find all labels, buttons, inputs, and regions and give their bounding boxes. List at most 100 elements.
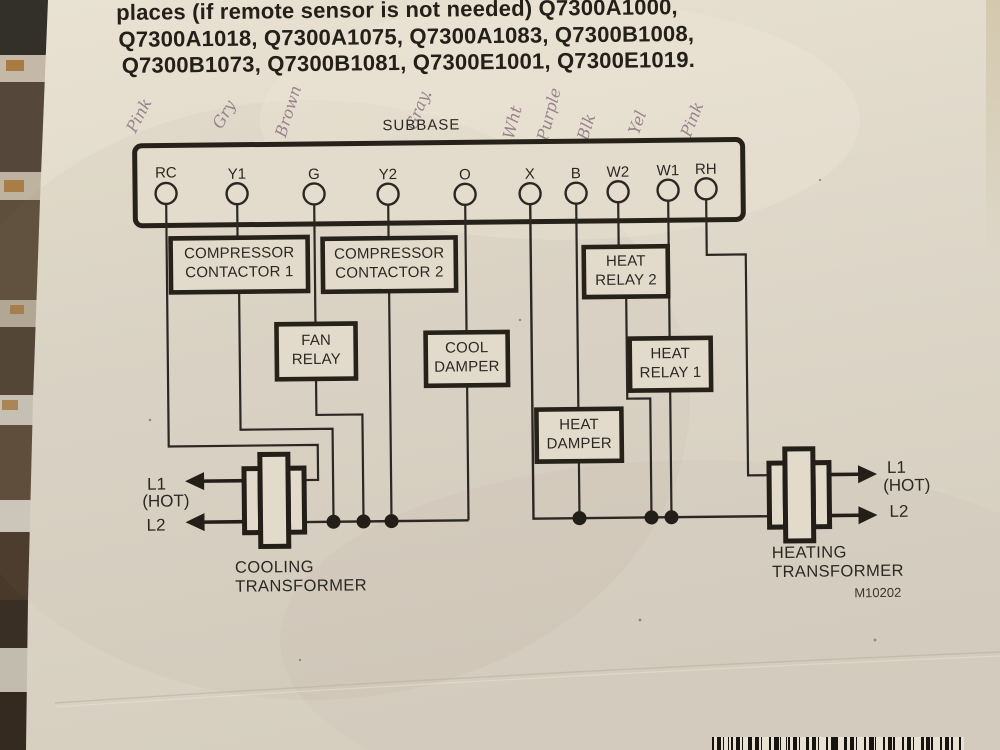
terminal-label: Y1: [228, 166, 247, 183]
paper-speck: [518, 318, 522, 322]
component-label: COOL: [445, 339, 488, 356]
fan-relay-box: FAN RELAY: [274, 321, 359, 382]
terminal-screw: [606, 180, 630, 204]
rust-spot: [6, 60, 24, 71]
junction-dot: [326, 514, 341, 529]
junction-dot: [572, 511, 587, 526]
terminal-label: Y2: [379, 166, 398, 183]
page-edge-shading: [986, 0, 1000, 260]
cooling-transformer: L1 (HOT) L2 COOLING TRANSFORMER: [142, 451, 367, 596]
printed-content: places (if remote sensor is not needed) …: [116, 0, 930, 600]
terminal-g: G: [302, 166, 326, 206]
wire-o-to-cool-damper: [464, 205, 468, 333]
component-outline: [581, 243, 671, 300]
wire-contactor1-to-bus: [238, 291, 335, 522]
component-label: HEAT: [650, 345, 690, 362]
heating-transformer: L1 (HOT) L2 HEATING TRANSFORMER: [766, 446, 930, 581]
terminal-rh: RH: [694, 161, 718, 201]
component-label: HEAT: [559, 416, 599, 433]
header-line-2: Q7300A1018, Q7300A1075, Q7300A1083, Q730…: [118, 21, 694, 52]
left-arrow-icon: [185, 513, 205, 532]
terminal-x: X: [518, 166, 542, 206]
cooling-transformer-caption: COOLING: [235, 558, 314, 577]
paper-speck: [148, 418, 152, 422]
terminal-y2: Y2: [376, 166, 400, 206]
subbase-title: SUBBASE: [382, 116, 460, 134]
junction-dot: [644, 510, 659, 525]
component-label: DAMPER: [434, 358, 500, 376]
terminal-screw: [518, 181, 542, 206]
barcode: [712, 737, 964, 750]
component-label: FAN: [301, 332, 331, 349]
terminal-label: RC: [155, 164, 177, 181]
terminal-w1: W1: [656, 162, 680, 202]
component-outline: [534, 406, 625, 464]
terminal-b: B: [564, 165, 588, 205]
paper-speck: [873, 638, 877, 642]
wire-heat-relay1-to-bus: [669, 390, 673, 518]
hot-label: (HOT): [883, 475, 930, 494]
rust-spot: [10, 305, 24, 314]
wire-fan-relay-to-bus: [314, 378, 365, 522]
heat-damper-box: HEAT DAMPER: [534, 406, 625, 464]
junction-dot: [384, 514, 399, 529]
component-outline: [320, 235, 459, 295]
wire-contactor2-to-bus: [388, 291, 393, 522]
compressor-contactor-1-box: COMPRESSOR CONTACTOR 1: [168, 234, 311, 295]
model-list-paragraph: places (if remote sensor is not needed) …: [116, 0, 695, 78]
wire-rh-to-heating-transformer: [705, 199, 770, 477]
wire-g-to-fan-relay: [313, 204, 317, 324]
hot-label: (HOT): [142, 491, 189, 510]
component-label: RELAY 1: [640, 364, 702, 382]
component-outline: [274, 321, 359, 382]
right-arrow-icon: [858, 506, 878, 525]
paper-crease: [54, 651, 1000, 704]
paper-speck: [638, 618, 642, 622]
terminal-label: X: [525, 166, 535, 183]
figure-number: M10202: [854, 585, 901, 600]
right-arrow-icon: [857, 465, 878, 484]
compressor-contactor-2-box: COMPRESSOR CONTACTOR 2: [320, 235, 459, 295]
terminal-label: B: [571, 165, 581, 182]
component-outline: [168, 234, 311, 295]
component-label: RELAY: [292, 351, 341, 369]
paper-stain: [280, 460, 1000, 750]
terminal-w2: W2: [606, 164, 630, 204]
terminal-screw: [656, 178, 680, 202]
heating-transformer-caption: TRANSFORMER: [772, 562, 904, 581]
heating-transformer-caption: HEATING: [772, 543, 847, 562]
wire-b-to-heat-damper: [575, 204, 580, 410]
junction-dot: [664, 510, 679, 525]
terminal-screw: [225, 182, 249, 206]
l2-label: L2: [889, 502, 908, 521]
l2-label: L2: [146, 516, 165, 535]
component-label: COMPRESSOR: [184, 244, 295, 262]
terminal-screw: [376, 182, 400, 206]
terminal-screw: [154, 181, 178, 206]
heat-relay-2-box: HEAT RELAY 2: [581, 243, 671, 300]
paper-speck: [428, 93, 432, 97]
wire-rc-to-cooling-transformer: [165, 204, 320, 482]
component-label: RELAY 2: [595, 271, 657, 289]
rust-spot: [2, 400, 18, 410]
terminal-screw: [564, 181, 588, 205]
subbase-box: [132, 137, 746, 229]
wire-heat-relay2-to-bus: [625, 296, 653, 518]
component-outline: [627, 335, 714, 393]
terminal-y1: Y1: [225, 166, 249, 206]
cooling-transformer-caption: TRANSFORMER: [235, 576, 367, 595]
terminal-label: G: [308, 166, 320, 183]
paper-speck: [818, 178, 822, 182]
component-label: CONTACTOR 1: [185, 263, 294, 281]
terminal-screw: [694, 177, 718, 201]
junction-dot: [356, 514, 371, 529]
wire-x-heating-common-bus: [529, 204, 770, 520]
terminal-screw: [453, 182, 477, 207]
component-label: DAMPER: [546, 435, 612, 453]
l1-label: L1: [887, 458, 906, 477]
transformer-core: [257, 451, 292, 550]
header-line-3: Q7300B1073, Q7300B1081, Q7300E1001, Q730…: [122, 47, 696, 78]
terminal-screw: [302, 182, 326, 206]
